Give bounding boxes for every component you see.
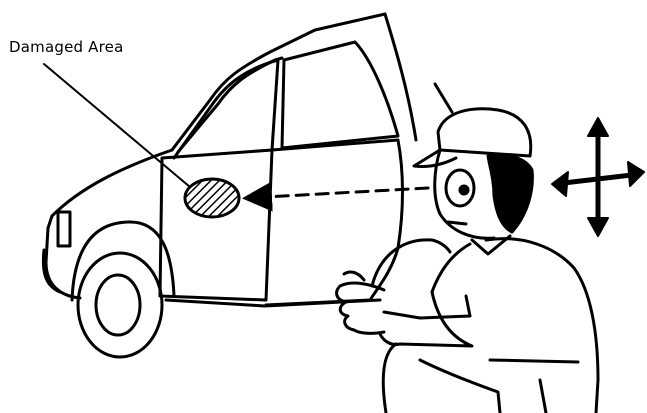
car-front-window xyxy=(174,60,278,158)
inspector-mouth xyxy=(448,222,466,224)
car-front-hub xyxy=(96,275,140,335)
damaged-area-label: Damaged Area xyxy=(9,38,124,56)
inspector-knee xyxy=(420,360,500,413)
car-roof-inner xyxy=(178,58,282,152)
look-around-arrows-icon xyxy=(552,118,644,236)
inspector-thumb xyxy=(344,272,364,280)
car-front-door xyxy=(160,150,272,300)
inspector-hair xyxy=(488,155,532,232)
inspector-arm-lower xyxy=(384,296,470,318)
inspector-leg xyxy=(383,344,396,413)
car-antenna xyxy=(435,84,452,112)
car-headlight xyxy=(58,212,70,246)
car-front-wheel xyxy=(78,253,162,357)
car-rear-window xyxy=(282,42,398,148)
inspector-waist xyxy=(490,360,578,362)
car-hood xyxy=(52,150,172,216)
car-roof-line xyxy=(172,14,385,150)
callout-leader-line xyxy=(44,64,190,187)
sight-line-arrow xyxy=(248,188,428,198)
car-rear-door xyxy=(266,140,403,305)
inspector-pants-fold xyxy=(540,380,546,413)
car-c-pillar xyxy=(385,14,416,140)
car xyxy=(43,14,452,357)
inspector xyxy=(337,109,598,413)
inspector-pupil xyxy=(460,186,468,194)
inspector-cap-brim xyxy=(414,150,456,167)
damaged-area xyxy=(185,179,239,217)
inspector-cap xyxy=(438,109,531,156)
